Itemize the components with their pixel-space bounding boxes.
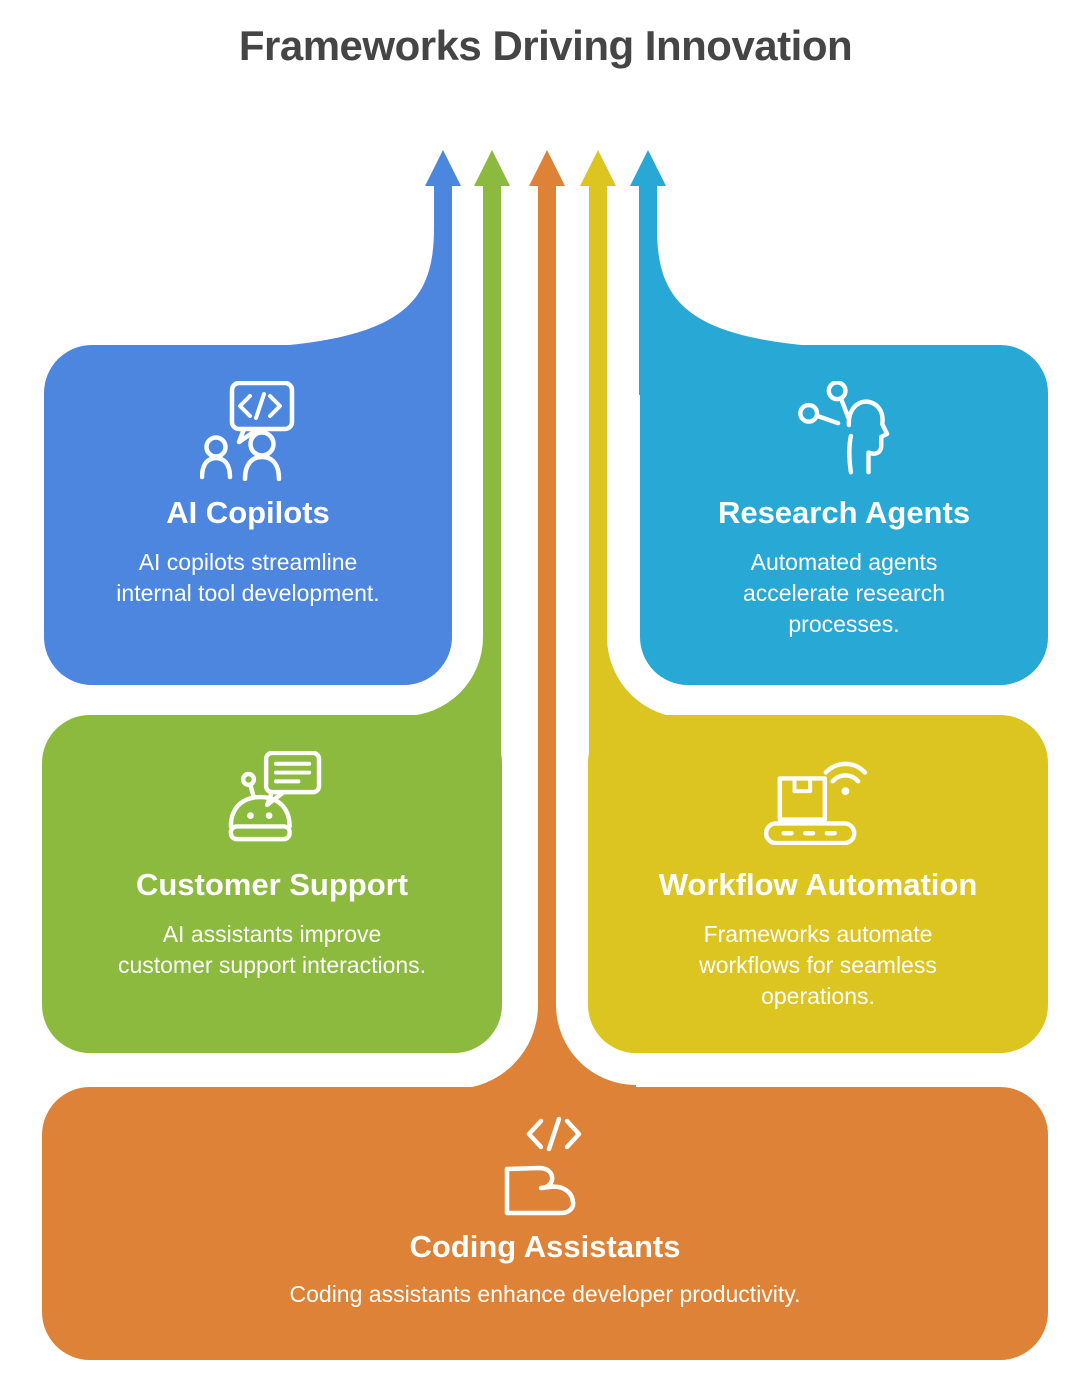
card-title: AI Copilots — [166, 495, 330, 530]
card-description: AI assistants improve customer support i… — [117, 920, 427, 978]
card-customer-support: Customer Support AI assistants improve c… — [42, 715, 502, 1053]
card-description: Frameworks automate workflows for seamle… — [699, 920, 937, 1010]
card-title: Coding Assistants — [409, 1229, 681, 1264]
conveyor-wifi-icon — [764, 751, 872, 845]
chat-code-people-icon — [200, 381, 296, 481]
card-title: Workflow Automation — [658, 867, 978, 902]
card-description: AI copilots streamline internal tool dev… — [116, 548, 380, 606]
orange-arrow — [454, 150, 636, 1110]
blue-arrow — [250, 150, 461, 395]
card-title: Customer Support — [135, 867, 409, 902]
green-arrow — [404, 150, 510, 770]
page-title: Frameworks Driving Innovation — [238, 22, 853, 69]
card-coding-assistants: Coding Assistants Coding assistants enha… — [42, 1087, 1048, 1360]
card-workflow-automation: Workflow Automation Frameworks automate … — [588, 715, 1048, 1053]
cyan-arrow — [630, 150, 841, 395]
code-hand-icon — [495, 1111, 595, 1217]
card-ai-copilots: AI Copilots AI copilots streamline inter… — [44, 345, 452, 685]
card-title: Research Agents — [717, 495, 971, 530]
robot-chat-icon — [222, 751, 322, 845]
yellow-arrow — [580, 150, 688, 770]
card-description: Automated agents accelerate research pro… — [743, 548, 945, 638]
card-description: Coding assistants enhance developer prod… — [289, 1280, 801, 1307]
head-pins-icon — [798, 381, 890, 481]
card-research-agents: Research Agents Automated agents acceler… — [640, 345, 1048, 685]
